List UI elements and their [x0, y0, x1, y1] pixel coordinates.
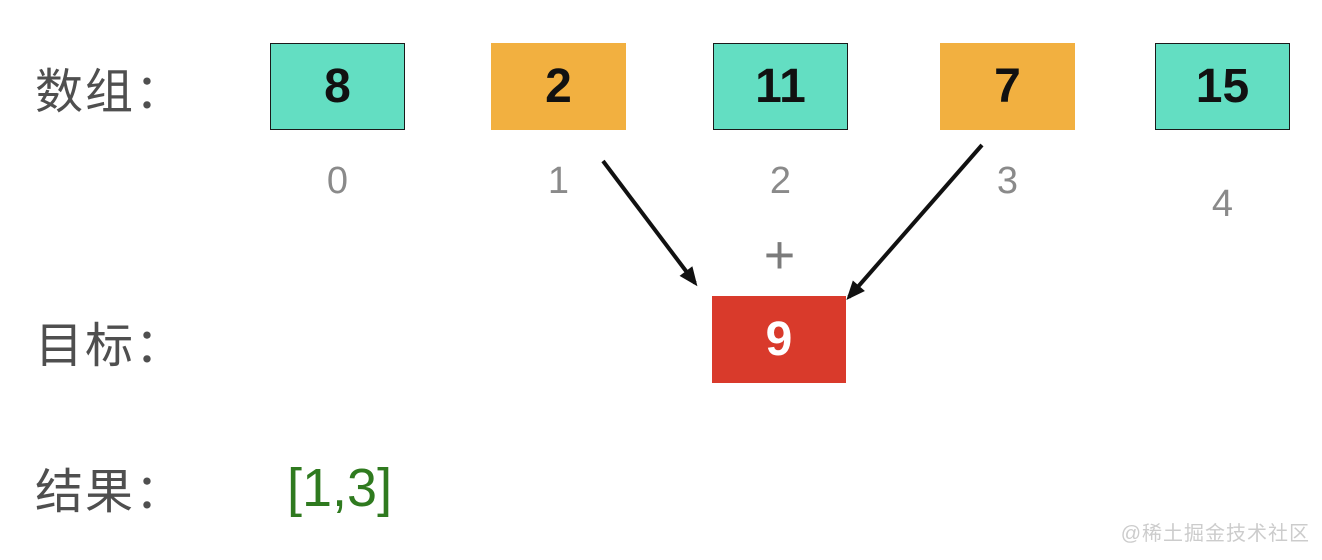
array-box-3: 7	[940, 43, 1075, 130]
array-box-0-value: 8	[324, 60, 351, 113]
array-box-1: 2	[491, 43, 626, 130]
array-box-1-value: 2	[545, 60, 572, 113]
array-index-4: 4	[1211, 183, 1234, 225]
array-label: 数组：	[35, 66, 186, 119]
target-label: 目标：	[35, 320, 186, 373]
result-label: 结果：	[35, 466, 186, 519]
array-box-4-value: 15	[1195, 60, 1250, 113]
array-box-2: 11	[713, 43, 848, 130]
watermark: @稀土掘金技术社区	[1120, 523, 1310, 545]
array-box-4: 15	[1155, 43, 1290, 130]
result-value: [1,3]	[287, 458, 393, 518]
array-box-2-value: 11	[755, 60, 806, 113]
plus-sign: +	[763, 225, 796, 285]
array-box-3-value: 7	[994, 60, 1021, 113]
array-box-0: 8	[270, 43, 405, 130]
array-index-3: 3	[996, 160, 1019, 202]
array-index-1: 1	[547, 160, 570, 202]
target-box: 9	[712, 296, 846, 383]
array-index-2: 2	[769, 160, 792, 202]
array-index-0: 0	[326, 160, 349, 202]
target-value: 9	[765, 313, 793, 366]
